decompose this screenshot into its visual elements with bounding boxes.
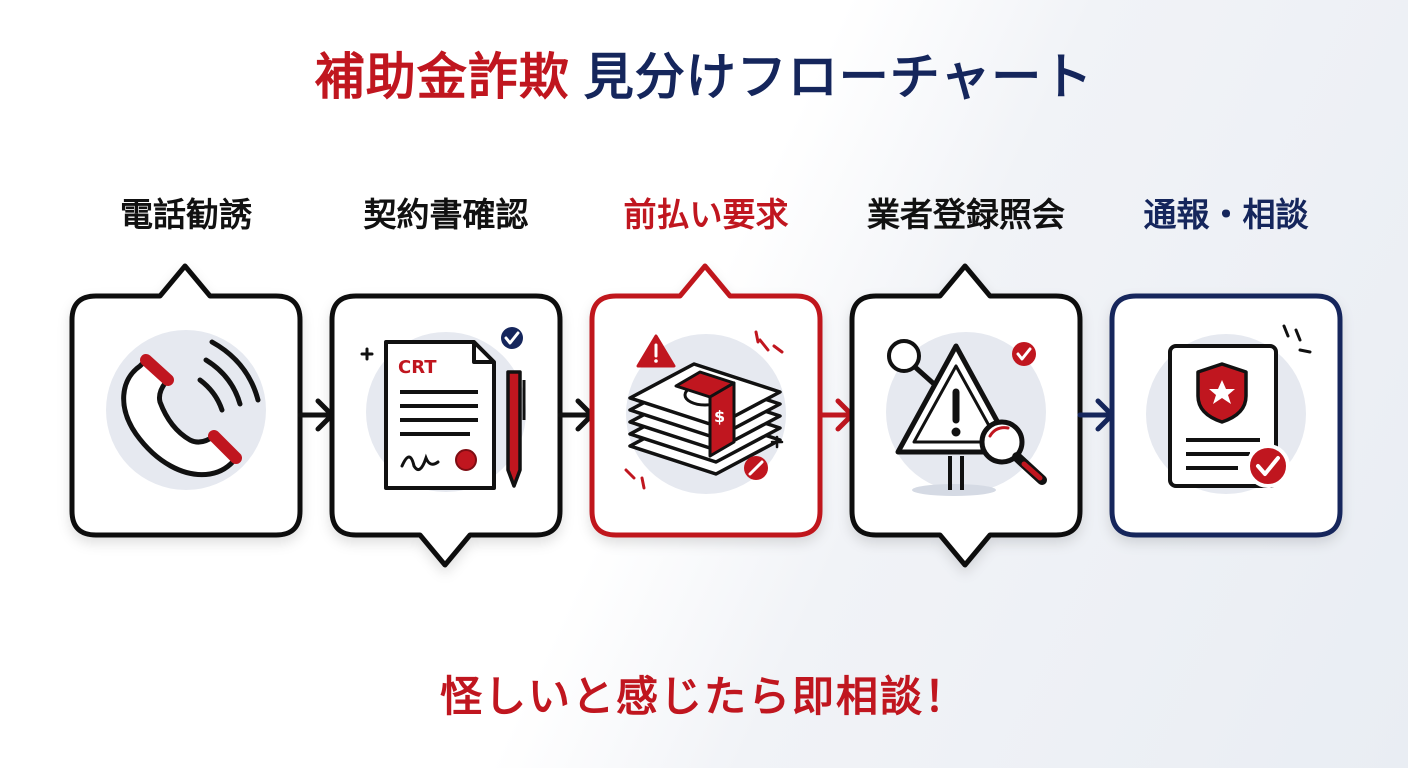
- step-card-registry: [849, 263, 1083, 568]
- footer-message: 怪しいと感じたら即相談！: [439, 672, 968, 721]
- check-badge-icon: [1246, 444, 1290, 488]
- check-badge-icon: [1012, 342, 1036, 366]
- document-code-text: CRT: [398, 357, 437, 378]
- step-label-phone: 電話勧誘: [120, 195, 252, 234]
- magnifier-icon: [887, 339, 937, 387]
- contract-document-icon: CRT: [360, 327, 526, 492]
- money-stack-warning-icon: $: [624, 330, 786, 494]
- step-card-phone: [69, 263, 303, 538]
- step-label-registry: 業者登録照会: [867, 195, 1065, 234]
- warning-triangle-icon: [636, 334, 676, 368]
- police-badge-icon: [1196, 362, 1248, 424]
- step-label-report: 通報・相談: [1143, 195, 1309, 234]
- step-label-contract: 契約書確認: [363, 195, 529, 234]
- phone-icon: [106, 330, 266, 490]
- title-part-navy: 見分けフローチャート: [583, 48, 1094, 106]
- police-report-icon: [1146, 324, 1312, 494]
- prohibited-icon: [744, 456, 768, 480]
- warning-sign-magnifier-icon: [886, 332, 1047, 496]
- title-part-red: 補助金詐欺: [314, 48, 570, 106]
- step-card-prepayment: $: [589, 263, 823, 538]
- svg-text:$: $: [714, 407, 725, 426]
- magnifier-large-icon: [979, 419, 1047, 485]
- step-card-contract: CRT: [329, 293, 563, 568]
- check-badge-icon: [501, 327, 523, 349]
- step-card-report: [1109, 293, 1343, 538]
- page-title: 補助金詐欺見分けフローチャート: [0, 52, 1408, 102]
- step-label-prepayment: 前払い要求: [623, 195, 789, 234]
